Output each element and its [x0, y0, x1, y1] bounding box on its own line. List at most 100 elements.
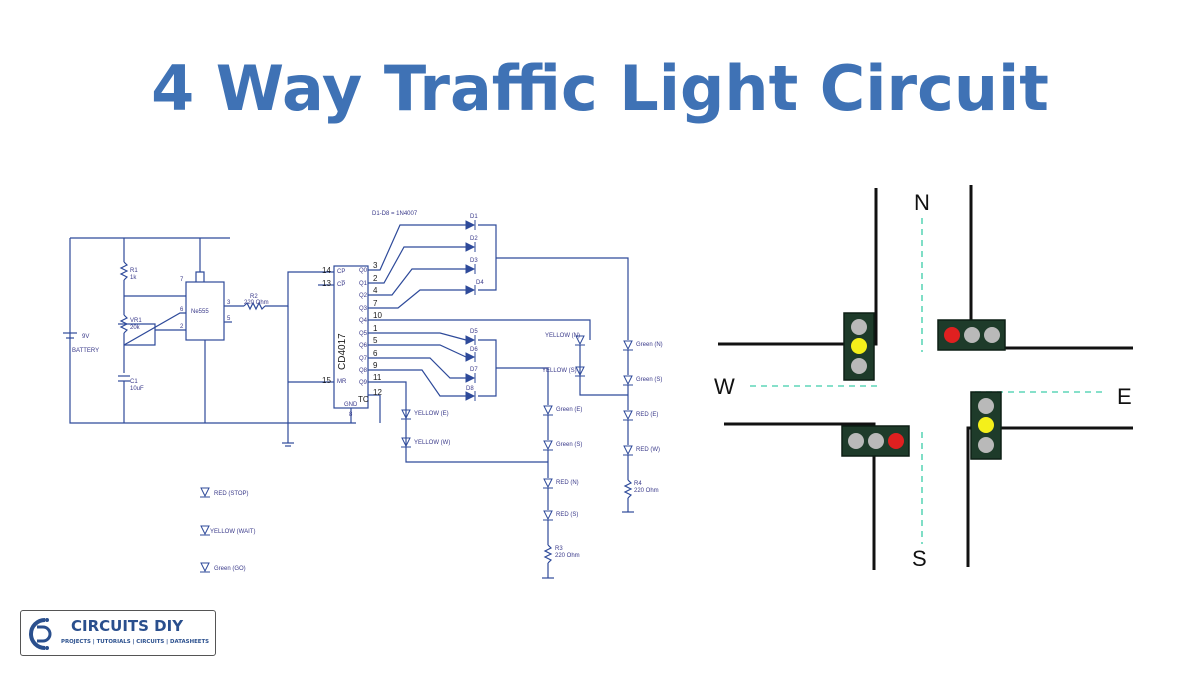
traffic-light-south	[841, 425, 910, 457]
gnd-label: GND	[344, 402, 358, 408]
output-pin-label: 11	[373, 373, 382, 382]
pin-555-label: 5	[227, 316, 231, 322]
output-label: Q1	[359, 281, 368, 287]
road-edge-se	[966, 426, 1133, 567]
circuits-diy-logo[interactable]: CIRCUITS DIY PROJECTS | TUTORIALS | CIRC…	[20, 610, 216, 656]
light-yellow-on	[978, 417, 994, 433]
pin-label: 13	[322, 279, 331, 288]
output-label: Q9	[359, 380, 368, 386]
led-label: Green (S)	[636, 377, 662, 383]
road-edge-nw	[718, 188, 878, 346]
led-label: RED (W)	[636, 447, 660, 453]
led-label: YELLOW (W)	[414, 440, 450, 446]
light-off	[978, 398, 994, 414]
diode-d7	[465, 373, 476, 383]
led-yellow-n	[575, 335, 585, 346]
light-yellow-on	[851, 338, 867, 354]
led-green-s	[623, 375, 633, 386]
led-label: RED (E)	[636, 412, 658, 418]
diode-d8	[465, 391, 476, 401]
diode-d1	[465, 220, 476, 230]
light-off	[964, 327, 980, 343]
vr1-label: VR1	[130, 318, 142, 324]
r3-resistor	[543, 544, 553, 564]
output-pin-label: 10	[373, 311, 382, 320]
r1-resistor	[119, 261, 129, 281]
output-label: Q6	[359, 343, 368, 349]
light-red-on	[944, 327, 960, 343]
output-label: Q5	[359, 331, 368, 337]
output-label: Q3	[359, 306, 368, 312]
led-red-e	[623, 410, 633, 421]
diode-label: D4	[476, 280, 484, 286]
led-label: YELLOW (E)	[414, 411, 449, 417]
gnd-pin-label: 8	[349, 412, 353, 418]
intersection: N S W E	[714, 185, 1133, 571]
light-off	[851, 319, 867, 335]
traffic-light-north	[937, 319, 1006, 351]
pin-name-label: CP̅	[337, 281, 345, 288]
pin-555-label: 3	[227, 300, 231, 306]
direction-north: N	[914, 190, 930, 215]
ne555-label: Ne555	[191, 309, 209, 315]
r4-value-label: 220 Ohm	[634, 488, 659, 494]
led-yellow-s	[575, 366, 585, 377]
road-edges	[718, 185, 1133, 570]
light-off	[851, 358, 867, 374]
led-yellow-w	[401, 437, 411, 448]
diode-label: D5	[470, 329, 478, 335]
legend-label: YELLOW (WAIT)	[210, 529, 255, 535]
logo-mark-icon	[29, 618, 52, 650]
led-green-e	[543, 405, 553, 416]
pin-555-label: 7	[180, 277, 184, 283]
lane-dividers	[750, 218, 1104, 544]
output-label: Q8	[359, 368, 368, 374]
legend-label: RED (STOP)	[214, 491, 249, 497]
diode-d5	[465, 335, 476, 345]
pin-555-label: 2	[180, 324, 184, 330]
tc-label: TC	[358, 395, 369, 404]
led-label: YELLOW (S)	[542, 368, 577, 374]
diode-group	[465, 220, 476, 401]
output-label: Q4	[359, 318, 368, 324]
light-off	[868, 433, 884, 449]
r4-resistor	[623, 479, 633, 499]
led-yellow-e	[401, 409, 411, 420]
vr1-value-label: 20k	[130, 325, 141, 331]
r1-label: R1	[130, 268, 138, 274]
led-green-n	[623, 340, 633, 351]
cd4017-label: CD4017	[337, 333, 348, 370]
pin-label: 15	[322, 376, 331, 385]
road-edge-sw	[724, 422, 876, 570]
diode-label: D1	[470, 214, 478, 220]
traffic-light-west	[843, 312, 875, 381]
diode-label: D3	[470, 258, 478, 264]
light-off	[984, 327, 1000, 343]
page-title: 4 Way Traffic Light Circuit	[151, 52, 1049, 125]
led-label: Green (S)	[556, 442, 582, 448]
schematic-labels: CD4017 Ne555 9V BATTERY R1 1k VR1 20k C1…	[72, 211, 663, 572]
diode-d6	[465, 352, 476, 362]
r2-value-label: 220 Ohm	[244, 300, 269, 306]
r3-value-label: 220 Ohm	[555, 553, 580, 559]
r3-label: R3	[555, 546, 563, 552]
pin-name-label: MR	[337, 379, 347, 385]
output-label: Q2	[359, 293, 368, 299]
logo-brand-text: CIRCUITS DIY	[71, 617, 184, 635]
pin-name-label: CP	[337, 269, 345, 275]
light-red-on	[888, 433, 904, 449]
legend-led-yellow	[200, 525, 210, 536]
light-off	[978, 437, 994, 453]
led-red-w	[623, 445, 633, 456]
diode-label: D6	[470, 347, 478, 353]
logo-tagline: PROJECTS | TUTORIALS | CIRCUITS | DATASH…	[61, 639, 210, 645]
light-off	[848, 433, 864, 449]
diode-label: D8	[466, 386, 474, 392]
battery-name-label: BATTERY	[72, 348, 99, 354]
left-rail-wire	[69, 238, 356, 424]
direction-west: W	[714, 374, 735, 399]
led-red-s	[543, 510, 553, 521]
led-label: Green (N)	[636, 342, 663, 348]
output-label: Q0	[359, 268, 368, 274]
led-label: RED (S)	[556, 512, 578, 518]
